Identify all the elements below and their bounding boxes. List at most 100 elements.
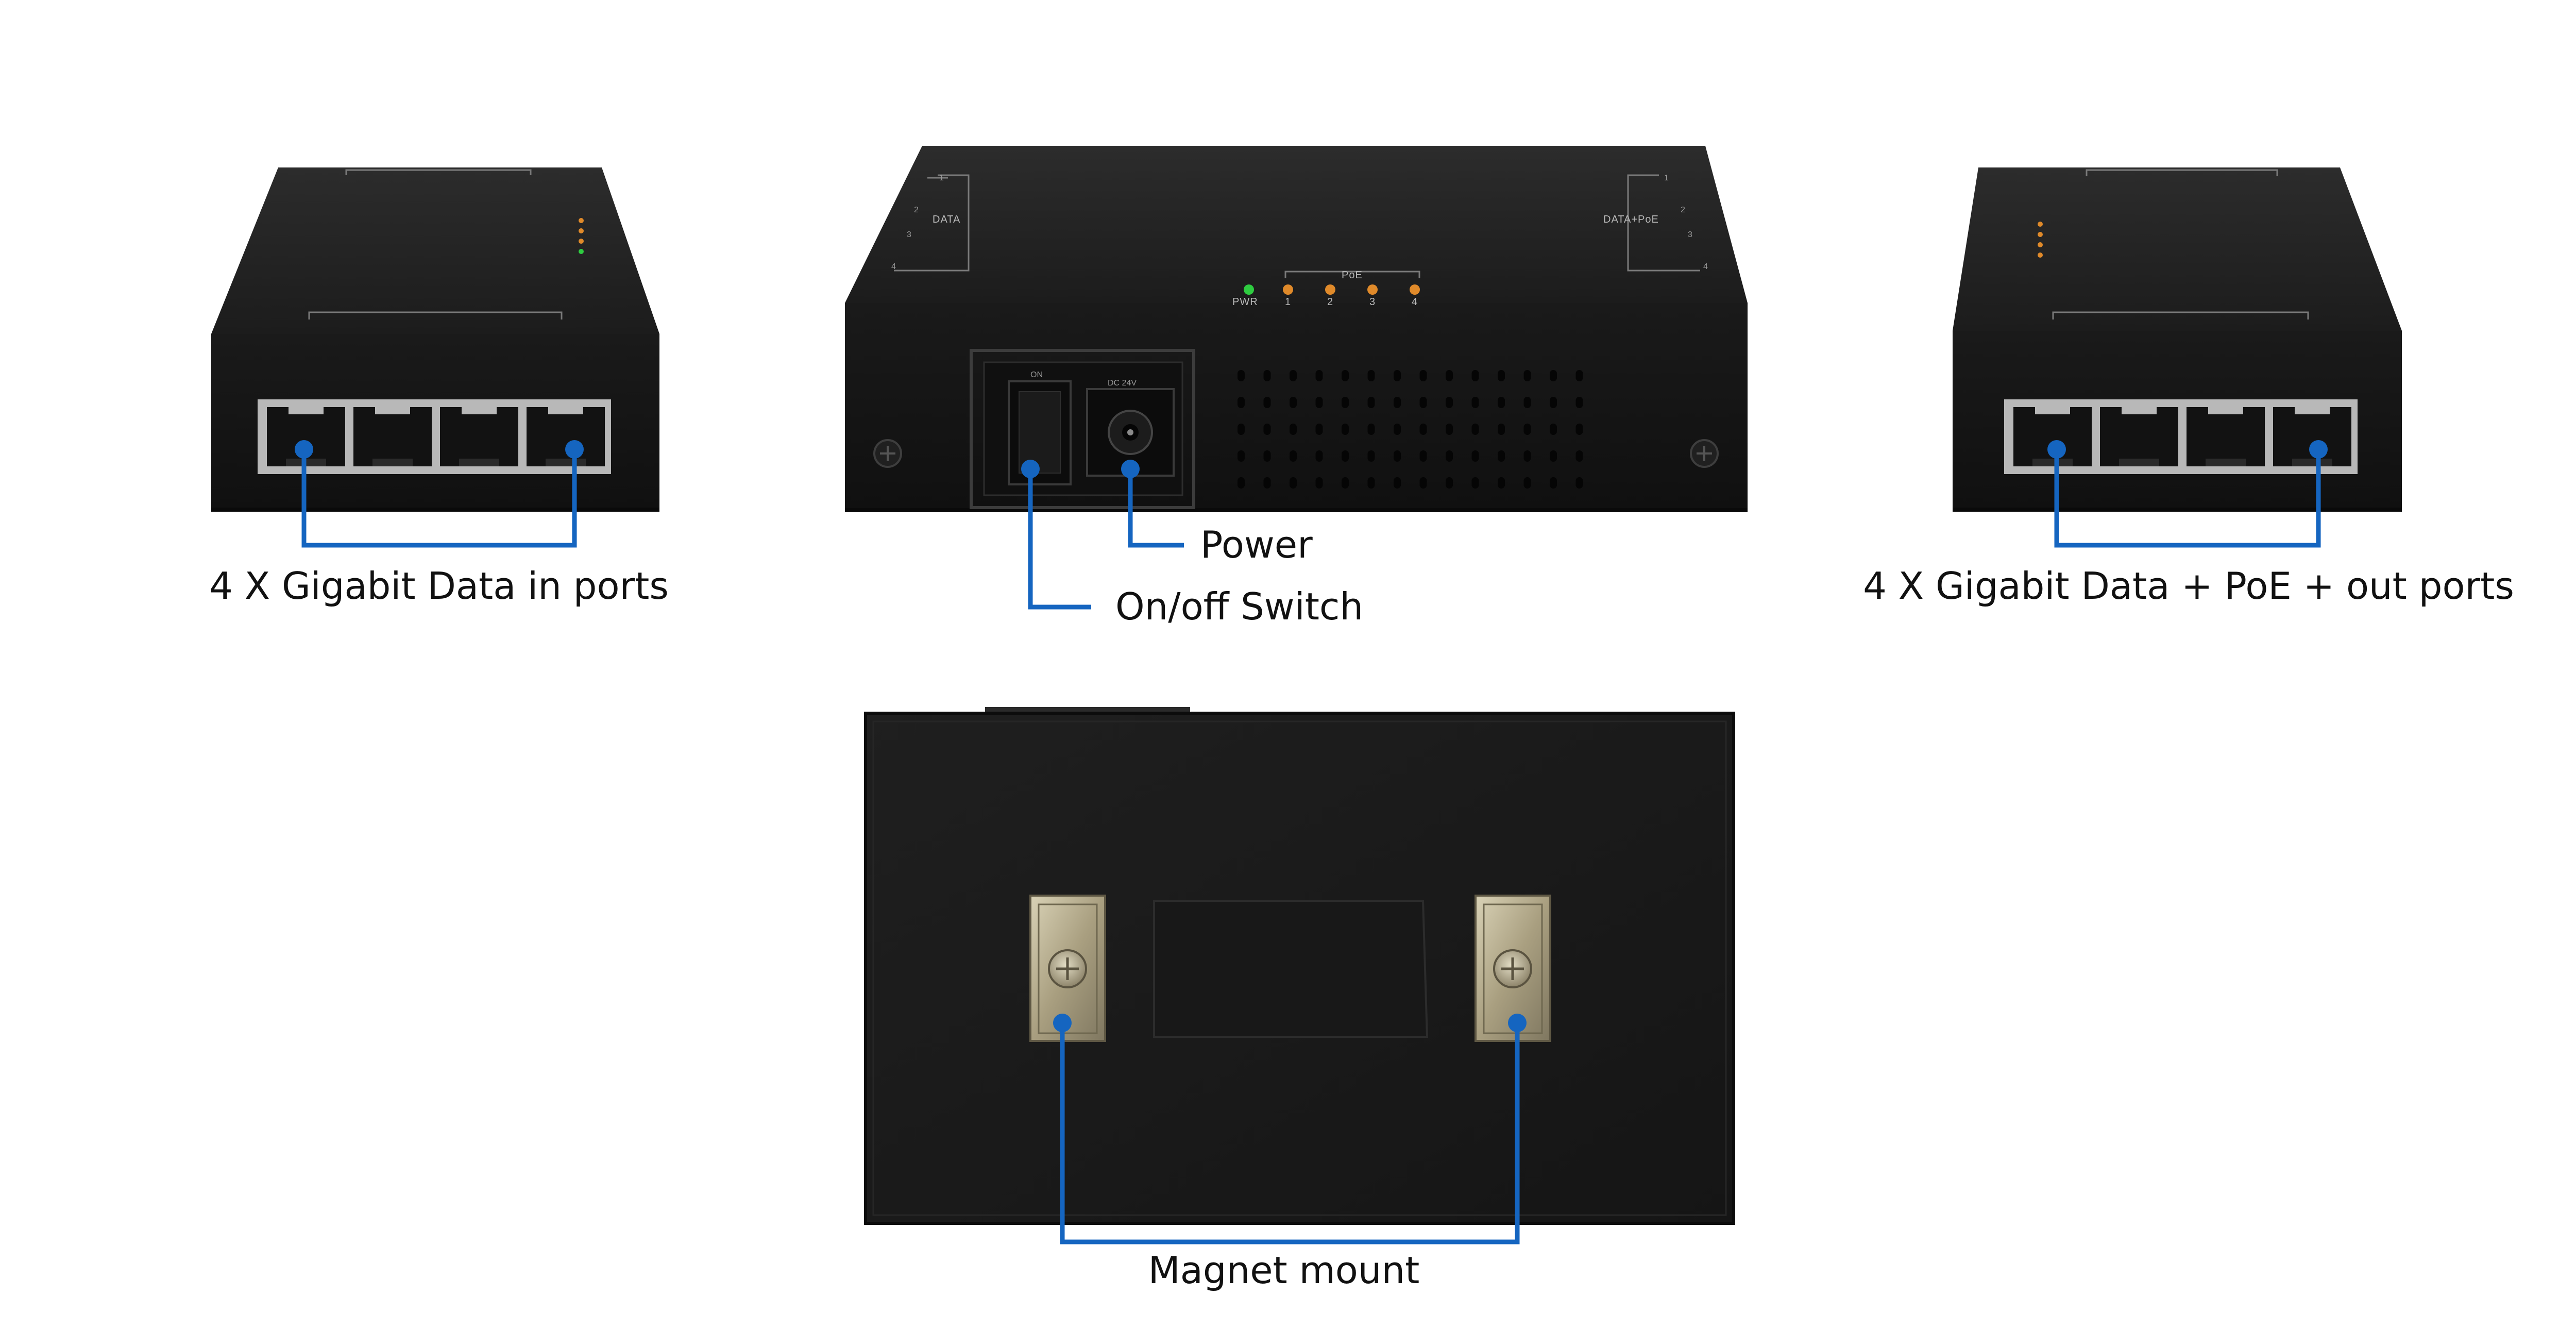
poe-led-4 (1410, 284, 1420, 295)
vent-hole (1523, 397, 1531, 408)
callout-line-data-out (2054, 449, 2321, 548)
vent-hole (1550, 424, 1557, 435)
vent-hole (1575, 450, 1583, 462)
vent-hole (1523, 450, 1531, 462)
vent-hole (1471, 424, 1479, 435)
vent-hole (1550, 397, 1557, 408)
callout-dot (295, 440, 313, 459)
pwr-led (1244, 284, 1254, 295)
callout-magnet: Magnet mount (1148, 1249, 1420, 1292)
callout-line-data-in (301, 449, 577, 548)
callout-dot (1053, 1014, 1072, 1032)
vent-hole (1263, 477, 1271, 489)
vent-hole (1419, 450, 1427, 462)
port-number: 4 (1703, 262, 1708, 271)
vent-hole (1498, 370, 1505, 381)
vent-grid (1238, 370, 1583, 489)
vent-hole (1550, 450, 1557, 462)
vent-hole (1419, 424, 1427, 435)
screw-left (873, 439, 902, 468)
vent-hole (1498, 477, 1505, 489)
right-device-top (1953, 167, 2402, 331)
port-number: 3 (1688, 230, 1692, 239)
rj45-port (2100, 407, 2178, 466)
callout-dot (1508, 1014, 1527, 1032)
bottom-device (864, 707, 1735, 1225)
vent-hole (1290, 477, 1297, 489)
data-poe-group-label: DATA+PoE (1603, 214, 1659, 225)
vent-hole (1238, 370, 1245, 381)
vent-hole (1290, 397, 1297, 408)
vent-hole (1342, 450, 1349, 462)
vent-hole (1367, 450, 1375, 462)
center-silkscreen (894, 174, 1700, 278)
led-number: 4 (1412, 296, 1418, 308)
vent-hole (1342, 424, 1349, 435)
callout-dot (2047, 440, 2066, 459)
right-device-silkscreen (2052, 169, 2309, 319)
vent-hole (1367, 477, 1375, 489)
vent-hole (1446, 450, 1453, 462)
vent-hole (1471, 450, 1479, 462)
vent-hole (1290, 424, 1297, 435)
callout-dot (1121, 460, 1140, 478)
callout-line-magnet (1060, 1023, 1520, 1244)
switch-label: ON (1030, 371, 1043, 379)
vent-hole (1550, 370, 1557, 381)
port-number: 2 (1681, 206, 1685, 214)
vent-hole (1238, 424, 1245, 435)
vent-hole (1575, 370, 1583, 381)
right-device (1953, 167, 2402, 512)
center-device: DATA DATA+PoE 1 2 3 4 1 2 3 4 PoE PWR 1 … (845, 146, 1748, 512)
vent-hole (1419, 477, 1427, 489)
rj45-port (440, 407, 518, 466)
vent-hole (1523, 370, 1531, 381)
callout-data-out: 4 X Gigabit Data + PoE + out ports (1863, 564, 2514, 608)
vent-hole (1419, 397, 1427, 408)
callout-dot (1021, 460, 1040, 478)
callout-power: Power (1200, 523, 1313, 566)
vent-hole (1550, 477, 1557, 489)
data-group-label: DATA (933, 214, 960, 225)
vent-hole (1498, 450, 1505, 462)
vent-hole (1446, 370, 1453, 381)
callout-data-in: 4 X Gigabit Data in ports (209, 564, 669, 608)
vent-hole (1498, 397, 1505, 408)
vent-hole (1315, 477, 1323, 489)
vent-hole (1342, 397, 1349, 408)
poe-label: PoE (1342, 270, 1363, 281)
vent-hole (1471, 397, 1479, 408)
vent-hole (1263, 370, 1271, 381)
left-device-leds (579, 218, 584, 254)
port-number: 3 (907, 230, 911, 239)
port-number: 1 (939, 174, 944, 182)
callout-dot (2309, 440, 2328, 459)
vent-hole (1238, 477, 1245, 489)
left-device (211, 167, 659, 512)
port-number: 1 (1664, 174, 1669, 182)
screw-right (1690, 439, 1719, 468)
vent-hole (1342, 477, 1349, 489)
vent-hole (1575, 397, 1583, 408)
rj45-port (527, 407, 605, 466)
vent-hole (1367, 397, 1375, 408)
vent-hole (1446, 424, 1453, 435)
rj45-port (353, 407, 432, 466)
pwr-label: PWR (1232, 296, 1258, 308)
vent-hole (1394, 370, 1401, 381)
vent-hole (1394, 397, 1401, 408)
vent-hole (1523, 477, 1531, 489)
vent-hole (1446, 397, 1453, 408)
rj45-port (2187, 407, 2265, 466)
right-device-leds (2038, 222, 2043, 258)
vent-hole (1471, 477, 1479, 489)
right-port-row (2013, 407, 2351, 466)
rj45-port (2273, 407, 2351, 466)
left-device-top (211, 167, 659, 334)
vent-hole (1315, 370, 1323, 381)
vent-hole (1290, 370, 1297, 381)
power-panel-frame (970, 349, 1195, 509)
led-number: 1 (1285, 296, 1291, 308)
led-number: 2 (1327, 296, 1333, 308)
